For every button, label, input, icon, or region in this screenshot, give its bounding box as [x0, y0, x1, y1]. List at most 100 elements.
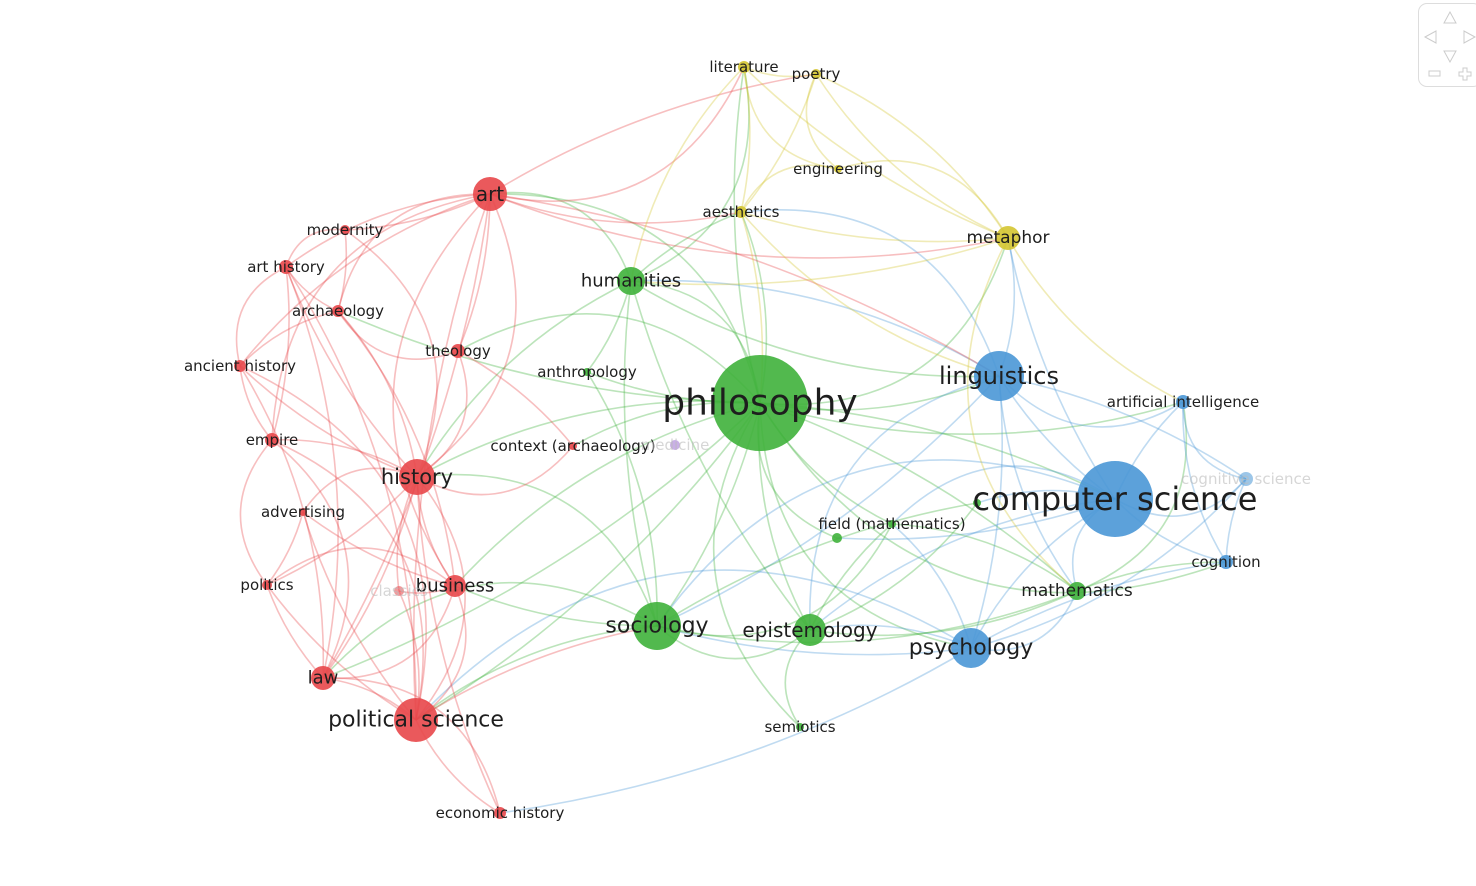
- label-layer: philosophy computer science linguistics psy…: [184, 58, 1311, 822]
- node-label[interactable]: business: [416, 576, 494, 597]
- node-unlabeled[interactable]: [832, 533, 842, 543]
- node-aesthetics[interactable]: [735, 206, 747, 218]
- node-political-science[interactable]: [394, 698, 438, 742]
- edge: [805, 73, 839, 170]
- edge: [285, 266, 339, 679]
- node-label[interactable]: cognitive science: [1181, 470, 1311, 488]
- pan-left-icon[interactable]: [1423, 30, 1437, 44]
- node-label[interactable]: context (archaeology): [490, 437, 655, 455]
- node-art-history[interactable]: [279, 260, 293, 274]
- edge: [322, 476, 418, 679]
- node-art[interactable]: [473, 177, 507, 211]
- edge: [1076, 561, 1227, 592]
- node-cognitive-science[interactable]: [1239, 472, 1253, 486]
- node-label[interactable]: classics: [370, 582, 428, 600]
- node-poetry[interactable]: [811, 69, 821, 79]
- node-label[interactable]: epistemology: [742, 618, 877, 642]
- edge: [740, 73, 817, 213]
- pan-up-icon[interactable]: [1443, 10, 1457, 24]
- node-medicine[interactable]: [670, 440, 680, 450]
- node-epistemology[interactable]: [794, 614, 826, 646]
- zoom-out-icon[interactable]: [1428, 70, 1441, 77]
- node-label[interactable]: mathematics: [1021, 581, 1133, 601]
- edge: [970, 478, 1247, 649]
- node-label[interactable]: psychology: [909, 636, 1034, 661]
- node-sociology[interactable]: [633, 602, 681, 650]
- node-politics[interactable]: [262, 580, 272, 590]
- node-philosophy[interactable]: [712, 355, 808, 451]
- node-label[interactable]: aesthetics: [703, 203, 780, 221]
- node-literature[interactable]: [738, 61, 750, 73]
- node-label[interactable]: medicine: [641, 436, 710, 454]
- node-history[interactable]: [399, 459, 435, 495]
- node-label[interactable]: art history: [247, 258, 325, 276]
- node-humanities[interactable]: [617, 267, 645, 295]
- node-economic-history[interactable]: [494, 807, 506, 819]
- edge: [239, 365, 325, 679]
- node-label[interactable]: empire: [246, 431, 299, 449]
- node-anthropology[interactable]: [583, 368, 591, 376]
- edge: [966, 237, 1078, 592]
- node-label[interactable]: modernity: [307, 221, 384, 239]
- node-semiotics[interactable]: [796, 723, 804, 731]
- node-label[interactable]: metaphor: [966, 228, 1049, 248]
- node-label[interactable]: politics: [240, 576, 293, 594]
- node-label[interactable]: ancient history: [184, 357, 296, 375]
- node-label[interactable]: computer science: [973, 480, 1258, 518]
- node-label[interactable]: engineering: [793, 160, 883, 178]
- edge: [266, 584, 324, 679]
- node-advertising[interactable]: [299, 508, 307, 516]
- edge: [837, 160, 1009, 239]
- node-ancient-history[interactable]: [234, 360, 246, 372]
- node-psychology[interactable]: [951, 628, 991, 668]
- node-label[interactable]: humanities: [581, 271, 681, 292]
- pan-down-icon[interactable]: [1443, 50, 1457, 64]
- node-label[interactable]: advertising: [261, 503, 345, 521]
- node-label[interactable]: field (mathematics): [818, 515, 965, 533]
- node-label[interactable]: artificial intelligence: [1107, 393, 1259, 411]
- node-label[interactable]: philosophy: [662, 383, 857, 424]
- node-mathematics[interactable]: [1068, 582, 1086, 600]
- node-engineering[interactable]: [834, 165, 842, 173]
- node-label[interactable]: political science: [328, 708, 504, 733]
- edge: [416, 445, 574, 496]
- edge: [630, 280, 1000, 378]
- node-archaeology[interactable]: [332, 305, 344, 317]
- edge: [623, 280, 658, 627]
- node-metaphor[interactable]: [996, 226, 1020, 250]
- node-label[interactable]: theology: [425, 342, 491, 360]
- node-label[interactable]: cognition: [1191, 553, 1260, 571]
- node-label[interactable]: linguistics: [939, 362, 1059, 390]
- node-empire[interactable]: [265, 433, 279, 447]
- node-label[interactable]: poetry: [792, 65, 841, 83]
- node-classics[interactable]: [394, 586, 404, 596]
- node-computer-science[interactable]: [1077, 461, 1153, 537]
- node-theology[interactable]: [451, 344, 465, 358]
- node-label[interactable]: sociology: [605, 614, 708, 639]
- edge: [630, 280, 811, 631]
- node-label[interactable]: literature: [709, 58, 778, 76]
- edge: [759, 402, 1227, 594]
- node-label[interactable]: archaeology: [292, 302, 384, 320]
- node-label[interactable]: semiotics: [764, 718, 835, 736]
- node-label[interactable]: law: [308, 668, 339, 689]
- node-unlabeled[interactable]: [973, 499, 981, 507]
- node-label[interactable]: art: [476, 182, 504, 206]
- node-business[interactable]: [444, 575, 466, 597]
- node-field-mathematics-[interactable]: [888, 520, 896, 528]
- node-label[interactable]: anthropology: [537, 363, 637, 381]
- node-linguistics[interactable]: [974, 351, 1024, 401]
- pan-right-icon[interactable]: [1463, 30, 1476, 44]
- zoom-in-icon[interactable]: [1458, 67, 1472, 81]
- node-law[interactable]: [311, 666, 335, 690]
- edge: [235, 266, 287, 367]
- node-label[interactable]: history: [381, 465, 453, 489]
- node-modernity[interactable]: [340, 225, 350, 235]
- node-label[interactable]: economic history: [436, 804, 565, 822]
- node-context-archaeology-[interactable]: [569, 442, 577, 450]
- edge: [322, 581, 658, 679]
- node-cognition[interactable]: [1219, 555, 1233, 569]
- node-artificial-intelligence[interactable]: [1176, 395, 1190, 409]
